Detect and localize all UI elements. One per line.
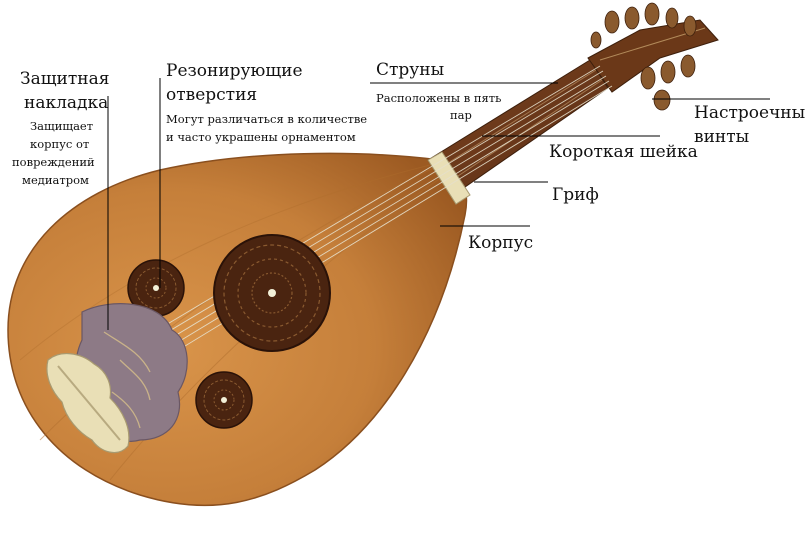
guard-desc-line1: Защищает xyxy=(30,120,93,133)
strings-desc-line1: Расположены в пять xyxy=(376,92,501,105)
pegs-title-line1: Настроечные xyxy=(694,104,806,124)
strings-desc-line2: пар xyxy=(450,109,472,122)
fingerboard-label: Гриф xyxy=(552,186,599,206)
small-rosette-lower xyxy=(196,372,252,428)
soundholes-desc-line2: и часто украшены орнаментом xyxy=(166,131,356,144)
guard-desc-line4: медиатром xyxy=(22,174,89,187)
guard-title-line1: Защитная xyxy=(20,70,109,90)
guard-desc-line2: корпус от xyxy=(30,138,89,151)
soundholes-desc-line1: Могут различаться в количестве xyxy=(166,113,367,126)
body-label: Корпус xyxy=(468,234,533,254)
strings-title: Струны xyxy=(376,61,444,81)
soundholes-title-line2: отверстия xyxy=(166,86,257,106)
short-neck-label: Короткая шейка xyxy=(549,143,698,163)
soundholes-title-line1: Резонирующие xyxy=(166,62,303,82)
main-rosette xyxy=(214,235,330,351)
guard-desc-line3: повреждений xyxy=(12,156,95,169)
guard-title-line2: накладка xyxy=(24,94,108,114)
pegs-title-line2: винты xyxy=(694,128,749,148)
